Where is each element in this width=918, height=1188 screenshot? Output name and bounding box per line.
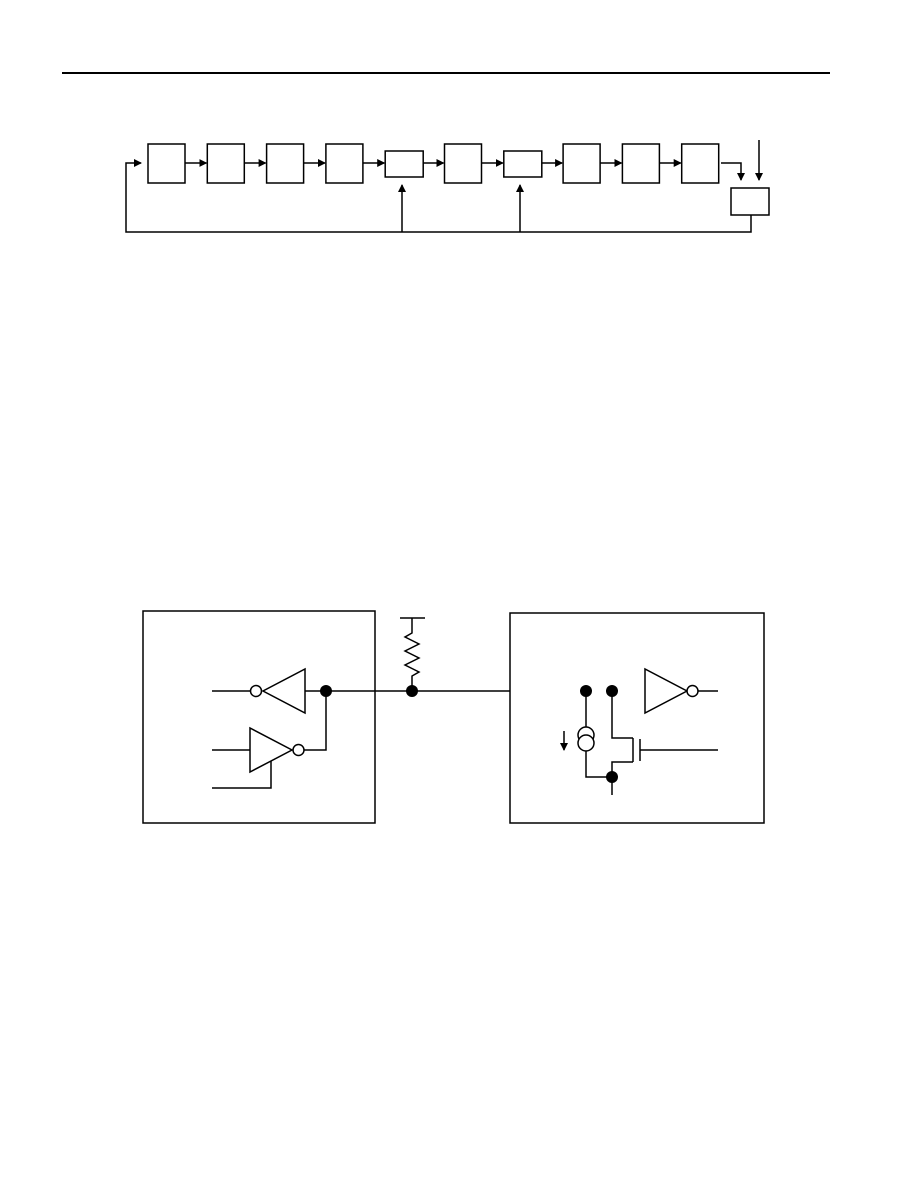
- register-stage-5: [384, 150, 424, 178]
- register-stage-1: [147, 143, 186, 184]
- pull-up-resistor: [403, 618, 421, 691]
- left-block-node: [320, 685, 332, 697]
- receiver-inverter: [644, 667, 689, 715]
- register-stage-2: [206, 143, 246, 184]
- register-stage-4: [325, 143, 364, 184]
- enable-wire: [212, 761, 272, 789]
- transistor-drain-wire: [611, 691, 633, 739]
- lfsr-diagram: [125, 140, 770, 233]
- shift-register-stages: [147, 143, 720, 184]
- ground-node: [606, 771, 618, 783]
- receiver-inverter-bubble: [686, 684, 699, 698]
- left-device-block: [142, 610, 376, 824]
- last-stage-to-gate-wire: [721, 162, 745, 181]
- current-source-bottom-wire: [585, 751, 612, 778]
- current-source-lower-ring: [577, 734, 595, 752]
- bus-junction: [406, 685, 418, 697]
- feedback-gate: [730, 187, 770, 216]
- right-device-block: [509, 612, 765, 824]
- feedback-wire: [125, 159, 752, 233]
- input-inverter-bubble: [292, 743, 305, 757]
- register-stage-10: [680, 143, 720, 184]
- transistor-source-wire: [611, 761, 633, 795]
- register-stage-6: [443, 143, 483, 184]
- register-stage-3: [265, 143, 305, 184]
- register-stage-9: [621, 143, 661, 184]
- register-stage-8: [562, 143, 601, 184]
- output-inverter-bubble: [249, 684, 263, 698]
- inverter-out-to-node-wire: [304, 691, 327, 751]
- io-circuit-diagram: [142, 610, 765, 824]
- register-stage-7: [503, 150, 543, 178]
